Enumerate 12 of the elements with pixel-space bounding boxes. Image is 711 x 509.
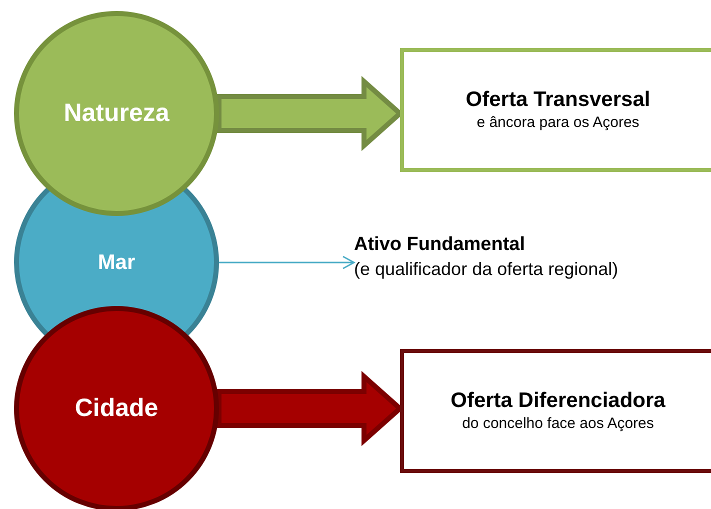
arrow (219, 256, 355, 270)
box-heading: Oferta Diferenciadora (450, 388, 666, 414)
circle-label: Natureza (64, 98, 170, 129)
text-box (400, 48, 711, 172)
circle-label: Mar (98, 250, 136, 276)
box-heading: Oferta Transversal (466, 86, 650, 113)
circle-label: Cidade (74, 392, 158, 424)
description: (e qualificador da oferta regional) (354, 258, 618, 281)
text-box (400, 349, 711, 473)
heading: Ativo Fundamental (354, 233, 526, 257)
box-subtitle: e âncora para os Açores (476, 112, 640, 133)
box-subtitle: do concelho face aos Açores (462, 414, 654, 434)
